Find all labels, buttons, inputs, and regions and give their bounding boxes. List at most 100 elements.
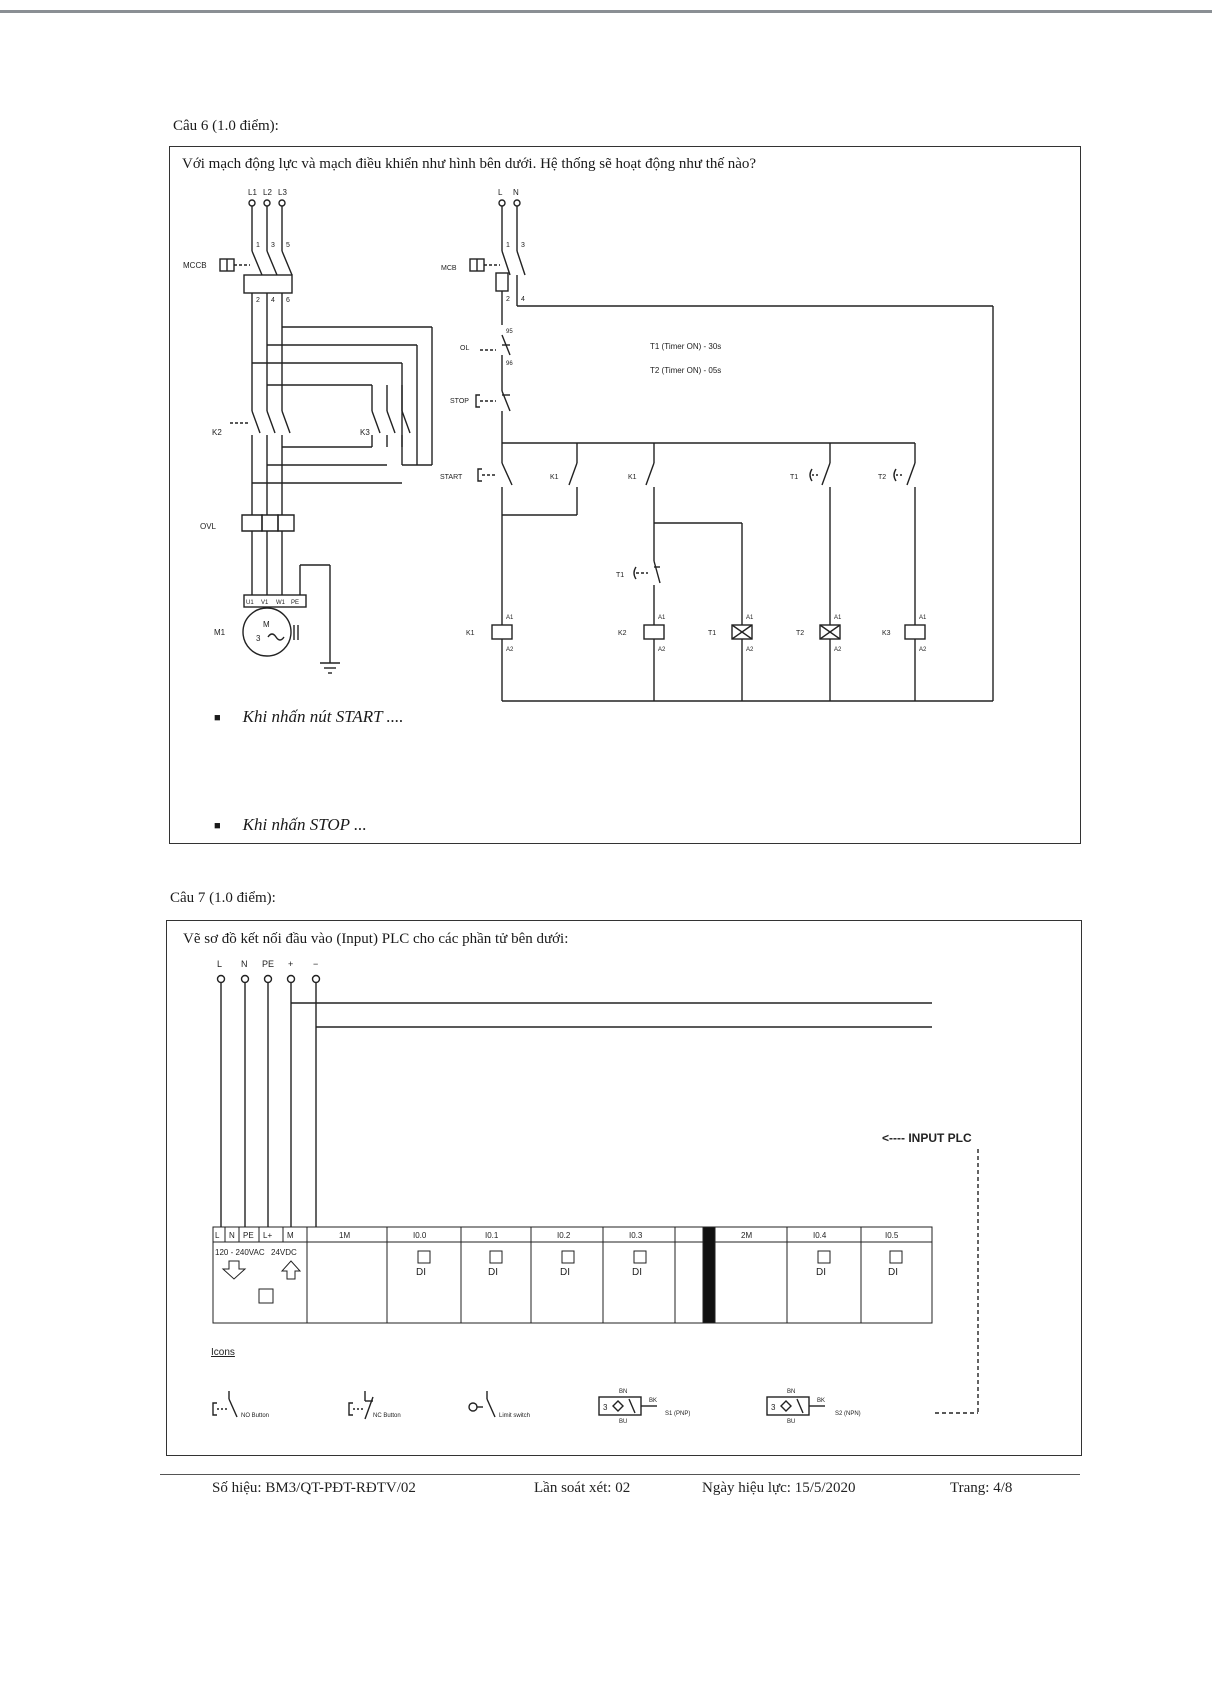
start-button: START [440,443,513,625]
footer-doc-code: Số hiệu: BM3/QT-PĐT-RĐTV/02 [212,1480,416,1496]
coil-t2-a1: A1 [834,615,842,621]
coil-k1-a1: A1 [506,615,514,621]
start-label: START [440,474,463,481]
phase-label-l2: L2 [263,188,272,197]
coil-k1-label: K1 [466,630,475,637]
mccb-top-5: 5 [286,242,290,249]
mcb-top-3: 3 [521,242,525,249]
pnp-sensor-icon: BN 3 BK BU S1 (PNP) [598,1389,690,1425]
question-6-title: Câu 6 (1.0 điểm): [173,118,279,134]
phase-label-l3: L3 [278,188,287,197]
motor-symbol-3: 3 [256,634,261,643]
mccb-breaker: MCCB 1 3 5 2 4 6 [183,242,293,304]
phase-terminals: L1 L2 L3 [248,188,287,207]
terminal-pe-label: PE [262,959,274,969]
plc-header-lplus: L+ [263,1231,272,1240]
question-6-bullet-start: ■Khi nhấn nút START .... [214,707,404,727]
plc-module: L N PE L+ M 1M I0.0 I0.1 I0.2 I0.3 2M I0… [212,1226,933,1324]
motor-symbol-m: M [263,620,270,629]
footer-review: Lần soát xét: 02 [534,1480,631,1496]
control-mcb-label: MCB [441,265,457,272]
plc-header-2m: 2M [741,1231,752,1240]
icons-legend-title: Icons [211,1347,235,1358]
bullet-marker: ■ [214,820,221,833]
k1-hold-contact-label: K1 [550,474,559,481]
phase-label-l1: L1 [248,188,257,197]
footer-effective-date: Ngày hiệu lực: 15/5/2020 [702,1480,856,1496]
mccb-top-1: 1 [256,242,260,249]
di-label-i01: DI [488,1267,498,1278]
t2-timer-note: T2 (Timer ON) - 05s [650,366,721,375]
pnp-bk-label: BK [649,1398,657,1404]
di-inputs: DI DI DI DI DI DI [416,1250,903,1278]
ol-term-96: 96 [506,361,513,367]
k3-label: K3 [360,428,370,437]
mccb-top-3: 3 [271,242,275,249]
stop-answer-prompt: Khi nhấn STOP ... [242,815,367,834]
npn-bn-label: BN [787,1389,795,1395]
plc-supply-ac: 120 - 240VAC [215,1248,265,1257]
coil-k1-a2: A2 [506,647,514,653]
t1-timer-note: T1 (Timer ON) - 30s [650,342,721,351]
npn-bu-label: BU [787,1419,795,1425]
pnp-bu-label: BU [619,1419,627,1425]
ol-nc-contact: OL 95 96 [460,329,513,385]
t1-contact-label: T1 [790,474,798,481]
npn-sensor-label: S2 (NPN) [835,1411,861,1417]
motor-term-pe: PE [291,600,299,606]
power-circuit: L1 L2 L3 MCCB 1 3 5 2 4 6 [183,188,433,674]
question-6-box: Với mạch động lực và mạch điều khiển như… [169,146,1081,844]
k1-contact-label: K1 [628,474,637,481]
icons-legend: NO Button NC Button Limit switch BN 3 [212,1389,978,1425]
question-7-title: Câu 7 (1.0 điểm): [170,890,276,906]
plc-header-m: M [287,1231,294,1240]
plc-header-i05: I0.5 [885,1231,899,1240]
plc-wiring-diagram: L N PE + − <---- INPUT PLC [211,959,979,1425]
coil-t1-a2: A2 [746,647,754,653]
bullet-marker: ■ [214,712,221,725]
plc-header-1m: 1M [339,1231,350,1240]
npn-bk-label: BK [817,1398,825,1404]
limit-switch-label: Limit switch [499,1413,530,1419]
stop-label: STOP [450,398,469,405]
plc-header-n: N [229,1231,235,1240]
question-7-prompt: Vẽ sơ đồ kết nối đầu vào (Input) PLC cho… [183,931,569,947]
footer-page-number: Trang: 4/8 [950,1480,1013,1496]
plc-header-i03: I0.3 [629,1231,643,1240]
npn-3-label: 3 [771,1403,776,1412]
nc-button-icon: NC Button [348,1391,401,1420]
k2-label: K2 [212,428,222,437]
overload-relay: OVL [200,514,295,595]
ol-label: OL [460,345,469,352]
di-label-i04: DI [816,1267,826,1278]
plc-supply-dc: 24VDC [271,1248,297,1257]
terminal-minus-label: − [313,959,318,969]
control-supply-n: N [513,188,519,197]
coil-t1-a1: A1 [746,615,754,621]
terminal-plus-label: + [288,959,293,969]
t2-contact-label: T2 [878,474,886,481]
no-button-label: NO Button [241,1413,269,1419]
plc-header-i00: I0.0 [413,1231,427,1240]
question-7-box: Vẽ sơ đồ kết nối đầu vào (Input) PLC cho… [166,920,1082,1456]
ol-term-95: 95 [506,329,513,335]
mccb-bottom-6: 6 [286,297,290,304]
coil-k3-a1: A1 [919,615,927,621]
terminal-l-label: L [217,959,222,969]
ac-down-arrow-icon [221,1260,247,1280]
mccb-bottom-2: 2 [256,297,260,304]
k2-main-contacts: K2 [212,403,291,515]
input-plc-label: <---- INPUT PLC [882,1131,972,1145]
nc-button-label: NC Button [373,1413,401,1419]
mccb-bottom-4: 4 [271,297,275,304]
no-button-icon: NO Button [212,1391,269,1419]
di-label-i02: DI [560,1267,570,1278]
question-6-circuit-diagram: L1 L2 L3 MCCB 1 3 5 2 4 6 [183,188,994,702]
mcb-top-1: 1 [506,242,510,249]
motor-term-w1: W1 [276,600,286,606]
pnp-3-label: 3 [603,1403,608,1412]
di-label-i05: DI [888,1267,898,1278]
pnp-sensor-label: S1 (PNP) [665,1411,690,1417]
control-circuit: L N MCB 1 3 2 4 OL 95 [440,188,994,702]
scan-top-border [0,10,1212,13]
